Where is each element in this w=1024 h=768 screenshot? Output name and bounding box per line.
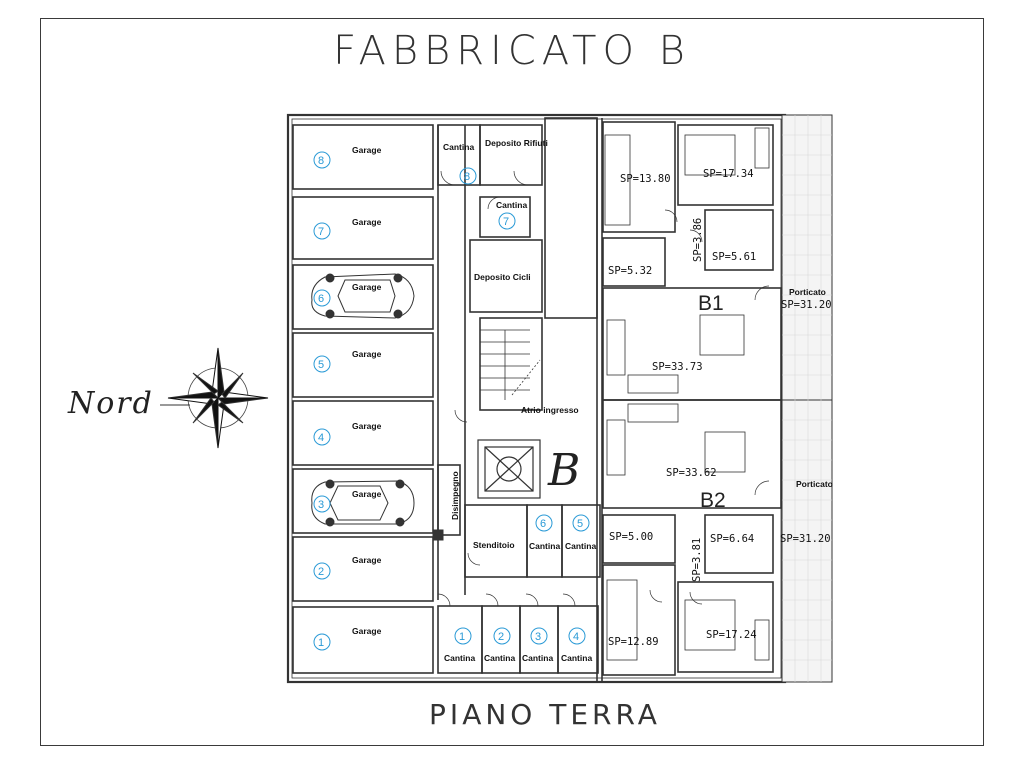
garage-1-number: 1 — [318, 637, 324, 649]
garage-5-number: 5 — [318, 359, 324, 371]
stenditoio-label: Stenditoio — [473, 540, 515, 550]
b1-bath1-area: SP=5.32 — [608, 265, 652, 277]
garage-2-label: Garage — [352, 555, 382, 565]
garage-8-label: Garage — [352, 145, 382, 155]
deposito-rifiuti-label: Deposito Rifiuti — [485, 138, 548, 148]
garage-8-number: 8 — [318, 155, 324, 167]
garage-2-number: 2 — [318, 566, 324, 578]
cantina-5-label: Cantina — [565, 541, 596, 551]
cantina-1-label: Cantina — [444, 653, 475, 663]
cantina-6-number: 6 — [540, 518, 546, 530]
b2-porch-area: SP=31.20 — [780, 533, 831, 545]
b1-porch-area: SP=31.20 — [781, 299, 832, 311]
b1-bath2-area: SP=5.61 — [712, 251, 756, 263]
garage-5-label: Garage — [352, 349, 382, 359]
unit-b2-label: B2 — [700, 489, 726, 512]
cantina-2-label: Cantina — [484, 653, 515, 663]
b1-bedroom2-area: SP=17.34 — [703, 168, 754, 180]
car-icon — [311, 479, 415, 527]
cantina-3-label: Cantina — [522, 653, 553, 663]
cantina-6-label: Cantina — [529, 541, 560, 551]
b1-porch-label: Porticato — [789, 287, 826, 297]
garage-4-label: Garage — [352, 421, 382, 431]
garage-3-label: Garage — [352, 489, 382, 499]
garage-6-number: 6 — [318, 293, 324, 305]
disimpegno-label: Disimpegno — [450, 471, 460, 520]
drawing-frame — [40, 18, 984, 746]
compass-rose-icon — [167, 347, 269, 449]
garage-4-number: 4 — [318, 432, 324, 444]
cantina-3-number: 3 — [535, 631, 541, 643]
garage-number-badges — [313, 151, 331, 651]
b1-bedroom1-area: SP=13.80 — [620, 173, 671, 185]
cantina-2-number: 2 — [498, 631, 504, 643]
b1-living-area: SP=33.73 — [652, 361, 703, 373]
floor-label: PIANO TERRA — [429, 698, 661, 731]
elevator-icon — [477, 439, 541, 499]
atrio-label: Atrio ingresso — [521, 405, 579, 415]
garage-7-label: Garage — [352, 217, 382, 227]
b2-porch-label: Porticato — [796, 479, 833, 489]
b2-hall-area: SP=3.81 — [691, 538, 703, 582]
drawing-title: FABBRICATO B — [333, 28, 691, 74]
b1-hall-area: SP=3.86 — [692, 218, 704, 262]
b2-bath2-area: SP=6.64 — [710, 533, 754, 545]
cantina-7-number: 7 — [503, 216, 509, 228]
b2-bedroom2-area: SP=17.24 — [706, 629, 757, 641]
cantina-8-number: 8 — [464, 171, 470, 183]
garage-labels: Garage Garage Garage Garage Garage Garag… — [352, 145, 382, 636]
cantina-4-number: 4 — [573, 631, 579, 643]
cantina-4-label: Cantina — [561, 653, 592, 663]
b2-bath1-area: SP=5.00 — [609, 531, 653, 543]
garage-7-number: 7 — [318, 226, 324, 238]
garage-6-label: Garage — [352, 282, 382, 292]
cantina-5-number: 5 — [577, 518, 583, 530]
cantina-1-number: 1 — [459, 631, 465, 643]
building-letter: B — [547, 445, 580, 496]
garage-1-label: Garage — [352, 626, 382, 636]
cantina-8-label: Cantina — [443, 142, 474, 152]
b2-bedroom1-area: SP=12.89 — [608, 636, 659, 648]
b2-living-area: SP=33.62 — [666, 467, 717, 479]
car-icon — [311, 273, 415, 319]
north-label: Nord — [68, 386, 154, 421]
unit-b1-label: B1 — [698, 292, 724, 315]
garage-3-number: 3 — [318, 499, 324, 511]
cantina-7-label: Cantina — [496, 200, 527, 210]
deposito-cicli-label: Deposito Cicli — [474, 272, 531, 282]
